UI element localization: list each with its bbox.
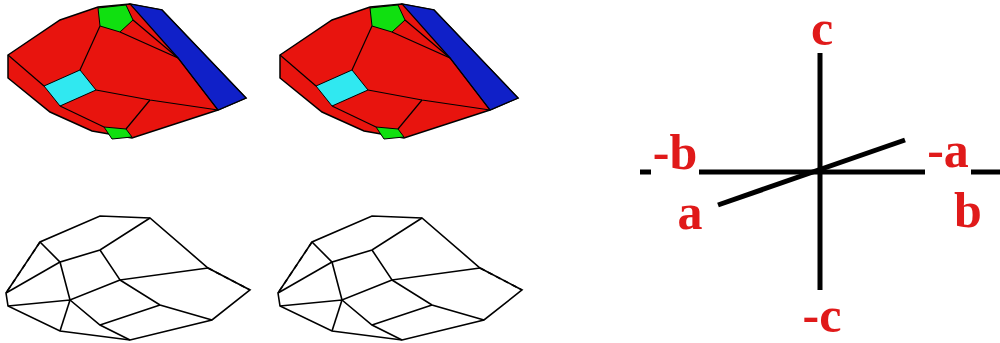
axis-label: c <box>809 3 835 53</box>
axes <box>640 50 1000 298</box>
axis-label: a <box>676 187 705 237</box>
axis-label: -b <box>651 127 699 177</box>
axis-label: -c <box>801 290 844 340</box>
axis-label: b <box>952 185 984 235</box>
axis-label: -a <box>925 125 971 175</box>
